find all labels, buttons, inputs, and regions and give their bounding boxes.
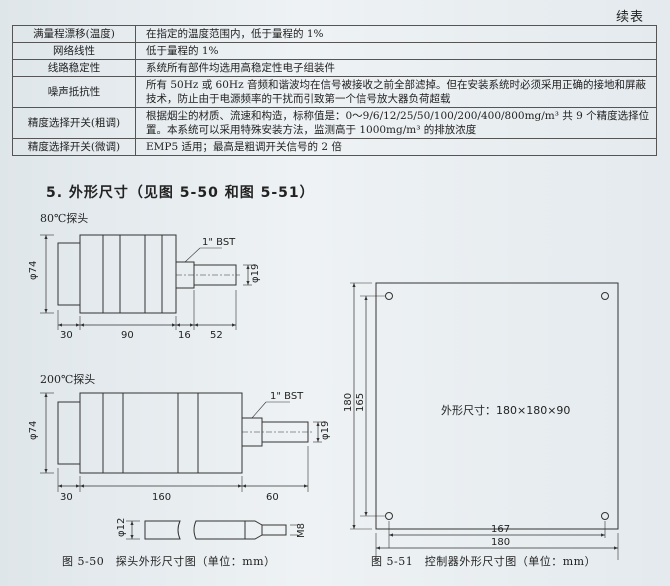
probe-200-bst-label: 1" BST [270,391,304,402]
spec-table-row: 噪声抵抗性所有 50Hz 或 60Hz 音频和谐波均在信号被接收之前全部滤掉。但… [12,76,657,108]
spec-value-cell: 所有 50Hz 或 60Hz 音频和谐波均在信号被接收之前全部滤掉。但在安装系统… [135,76,657,108]
section-title: 5. 外形尺寸（见图 5-50 和图 5-51） [46,185,315,201]
probe-200-dim-160: 160 [152,492,171,503]
probe-200-dim-60: 60 [266,492,279,503]
spec-value-cell: 根据烟尘的材质、流速和构造，标称值是：0～9/6/12/25/50/100/20… [135,107,657,139]
controller-drawing [350,282,619,560]
probe-80-dim-30: 30 [60,330,73,341]
controller-height-165: 165 [355,393,366,412]
probe-200-label: 200℃探头 [40,373,96,386]
figure-5-51-caption: 图 5-51 控制器外形尺寸图（单位：mm） [371,555,597,568]
controller-width-167: 167 [491,524,510,535]
spec-table-row: 满量程漂移(温度)在指定的温度范围内，低于量程的 1% [12,25,657,43]
spec-value-cell: 在指定的温度范围内，低于量程的 1% [135,25,657,43]
probe-80-label: 80℃探头 [40,212,89,225]
probe-80-dim-16: 16 [178,330,191,341]
spec-name-cell: 噪声抵抗性 [12,76,136,108]
controller-size-label: 外形尺寸：180×180×90 [441,403,570,417]
spec-table-row: 精度选择开关(粗调)根据烟尘的材质、流速和构造，标称值是：0～9/6/12/25… [12,107,657,139]
rod-thread-m8: M8 [296,523,307,538]
probe-80-dim-90: 90 [121,330,134,341]
figure-5-50-caption: 图 5-50 探头外形尺寸图（单位：mm） [62,555,276,568]
rod-detail-drawing [126,520,298,540]
spec-table-row: 精度选择开关(微调)EMP5 适用；最高是粗调开关信号的 2 倍 [12,138,657,156]
probe-200-drawing [40,392,322,492]
controller-height-180: 180 [343,393,354,412]
probe-200-diameter-74: φ74 [28,421,39,440]
spec-name-cell: 精度选择开关(微调) [12,138,136,156]
spec-table: 满量程漂移(温度)在指定的温度范围内，低于量程的 1%网络线性低于量程的 1%线… [12,25,657,156]
probe-80-dim-52: 52 [210,330,223,341]
probe-200-dim-30: 30 [60,492,73,503]
continued-label: 续表 [615,10,644,25]
spec-value-cell: EMP5 适用；最高是粗调开关信号的 2 倍 [135,138,657,156]
probe-80-diameter-74: φ74 [28,261,39,280]
probe-200-diameter-19: φ19 [320,421,331,440]
probe-80-bst-label: 1" BST [202,237,236,248]
probe-80-drawing [40,234,252,330]
probe-80-diameter-19: φ19 [250,264,261,283]
rod-diameter-12: φ12 [116,518,127,537]
controller-width-180: 180 [491,537,510,548]
